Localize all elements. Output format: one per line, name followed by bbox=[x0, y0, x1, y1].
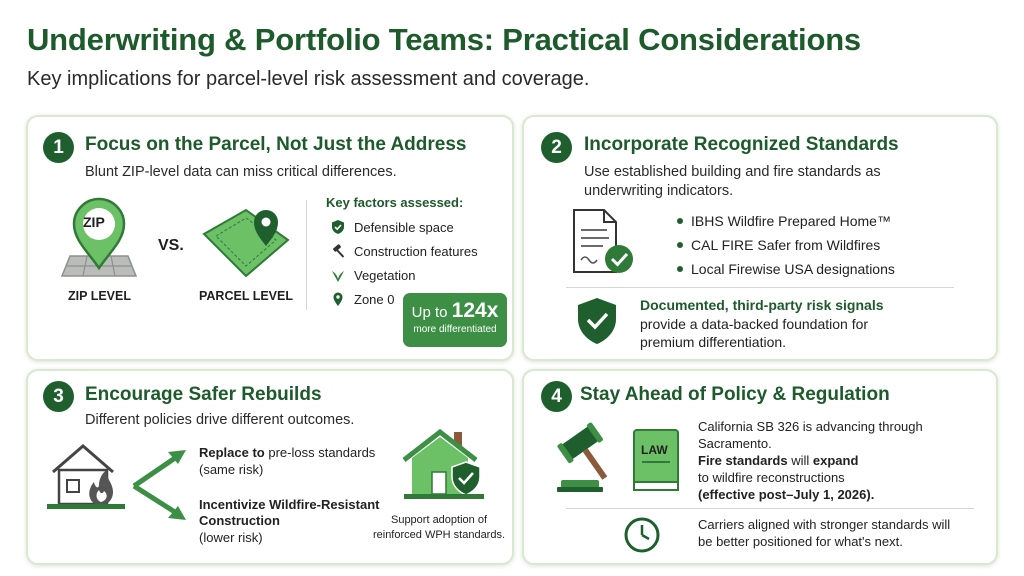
factors-heading: Key factors assessed: bbox=[326, 195, 464, 210]
card-policy-regulation bbox=[522, 369, 998, 565]
card1-divider bbox=[306, 200, 307, 310]
burning-house-icon bbox=[47, 444, 125, 509]
policy-line2-mid: will bbox=[787, 453, 813, 468]
differentiation-badge: Up to 124x more differentiated bbox=[403, 293, 507, 347]
badge-value: 124x bbox=[451, 299, 499, 322]
hammer-icon bbox=[333, 244, 345, 258]
certificate-document-icon bbox=[573, 209, 633, 273]
page-subtitle: Key implications for parcel-level risk a… bbox=[27, 68, 590, 90]
footer-text: Carriers aligned with stronger standards… bbox=[698, 517, 951, 549]
card3-number-badge: 3 bbox=[43, 381, 74, 412]
standard-item-firewise: Local Firewise USA designations bbox=[677, 261, 895, 277]
option-incentivize: Incentivize Wildfire-Resistant Construct… bbox=[199, 497, 380, 528]
law-book-icon bbox=[633, 429, 679, 491]
factor-label: Defensible space bbox=[354, 219, 454, 235]
card4-number-badge: 4 bbox=[541, 381, 572, 412]
card2-divider bbox=[566, 287, 954, 288]
badge-prefix: Up to bbox=[411, 304, 452, 321]
standard-label: IBHS Wildfire Prepared Home™ bbox=[691, 213, 891, 229]
signals-bold: Documented, third-party risk signals bbox=[640, 297, 884, 313]
card2-number-badge: 2 bbox=[541, 132, 572, 163]
shield-check-icon bbox=[578, 298, 616, 344]
standard-label: Local Firewise USA designations bbox=[691, 261, 895, 277]
option-replace-bold: Replace to bbox=[199, 445, 265, 460]
standard-item-calfire: CAL FIRE Safer from Wildfires bbox=[677, 237, 880, 253]
pin-icon bbox=[333, 292, 343, 306]
card4-title: Stay Ahead of Policy & Regulation bbox=[580, 384, 890, 405]
policy-line1: California SB 326 is advancing through S… bbox=[698, 419, 923, 451]
gavel-icon bbox=[557, 422, 608, 492]
option-incentivize-note: (lower risk) bbox=[199, 530, 263, 545]
shield-icon bbox=[332, 220, 344, 234]
card3-subtitle: Different policies drive different outco… bbox=[85, 412, 355, 428]
factor-zone0: Zone 0 bbox=[330, 291, 394, 307]
option-replace-text: pre-loss standards bbox=[264, 445, 376, 460]
factor-construction: Construction features bbox=[330, 243, 478, 259]
branch-arrows-icon bbox=[132, 450, 186, 520]
page-title: Underwriting & Portfolio Teams: Practica… bbox=[27, 22, 861, 57]
card2-subtitle: Use established building and fire standa… bbox=[584, 164, 881, 199]
badge-caption: more differentiated bbox=[413, 324, 497, 335]
bullet-dot bbox=[677, 218, 683, 224]
policy-line2: Fire standards will expand bbox=[698, 453, 858, 468]
card3-title: Encourage Safer Rebuilds bbox=[85, 384, 322, 405]
policy-line2-bold-b: expand bbox=[812, 453, 859, 468]
card1-subtitle: Blunt ZIP-level data can miss critical d… bbox=[85, 164, 397, 180]
bullet-dot bbox=[677, 266, 683, 272]
option-replace: Replace to pre-loss standards bbox=[199, 445, 375, 460]
parcel-level-label: PARCEL LEVEL bbox=[199, 289, 293, 303]
bullet-dot bbox=[677, 242, 683, 248]
factor-defensible-space: Defensible space bbox=[330, 219, 454, 235]
card1-title: Focus on the Parcel, Not Just the Addres… bbox=[85, 134, 467, 155]
policy-line2-bold-a: Fire standards bbox=[698, 453, 788, 468]
standard-item-ibhs: IBHS Wildfire Prepared Home™ bbox=[677, 213, 891, 229]
standard-label: CAL FIRE Safer from Wildfires bbox=[691, 237, 881, 253]
signals-text: provide a data-backed foundation for pre… bbox=[640, 316, 869, 350]
policy-line3: to wildfire reconstructions bbox=[698, 470, 845, 485]
support-text: Support adoption of reinforced WPH stand… bbox=[372, 514, 506, 541]
parcel-map-icon bbox=[202, 208, 290, 278]
clock-icon bbox=[624, 517, 660, 553]
factor-label: Vegetation bbox=[354, 267, 416, 283]
reinforced-home-icon bbox=[402, 428, 484, 499]
zip-map-icon bbox=[60, 197, 138, 277]
card4-divider bbox=[566, 508, 974, 509]
zip-pin-label: ZIP bbox=[83, 214, 105, 230]
law-book-label: LAW bbox=[641, 443, 668, 457]
option-replace-note: (same risk) bbox=[199, 462, 264, 477]
leaf-icon bbox=[332, 271, 344, 282]
factor-label: Zone 0 bbox=[354, 291, 395, 307]
vs-label: VS. bbox=[158, 237, 184, 254]
card2-title: Incorporate Recognized Standards bbox=[584, 134, 899, 155]
factor-vegetation: Vegetation bbox=[330, 267, 415, 283]
zip-level-label: ZIP LEVEL bbox=[68, 289, 131, 303]
card1-number-badge: 1 bbox=[43, 132, 74, 163]
factor-label: Construction features bbox=[354, 243, 478, 259]
policy-effective-date: (effective post–July 1, 2026). bbox=[698, 487, 875, 502]
